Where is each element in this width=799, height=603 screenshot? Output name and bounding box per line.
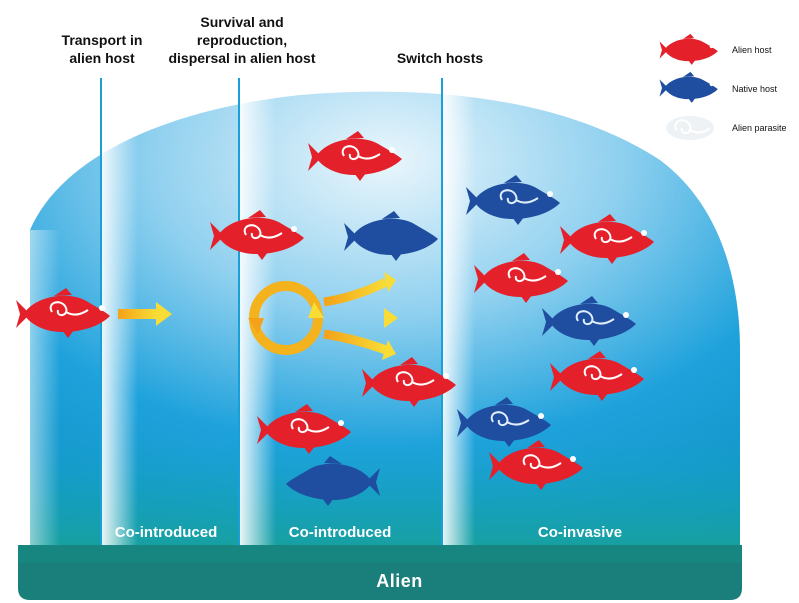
stage-label-switch: Switch hosts <box>380 49 500 67</box>
zone-label-3: Co-invasive <box>520 524 640 541</box>
legend-label-alien-parasite: Alien parasite <box>732 123 787 133</box>
parasite-icon <box>666 116 714 140</box>
red-fish-icon <box>659 34 717 65</box>
legend-label-alien-host: Alien host <box>732 45 772 55</box>
alien-base-label: Alien <box>0 571 799 592</box>
legend-label-native-host: Native host <box>732 84 777 94</box>
blue-fish-icon <box>659 72 717 103</box>
water-left-fade <box>0 230 60 555</box>
zone-label-2: Co-introduced <box>270 524 410 541</box>
barrier-3 <box>441 78 475 560</box>
stage-label-survival: Survival and reproduction, dispersal in … <box>152 13 332 67</box>
zone-label-1: Co-introduced <box>104 524 228 541</box>
stage-label-transport: Transport in alien host <box>50 31 154 67</box>
